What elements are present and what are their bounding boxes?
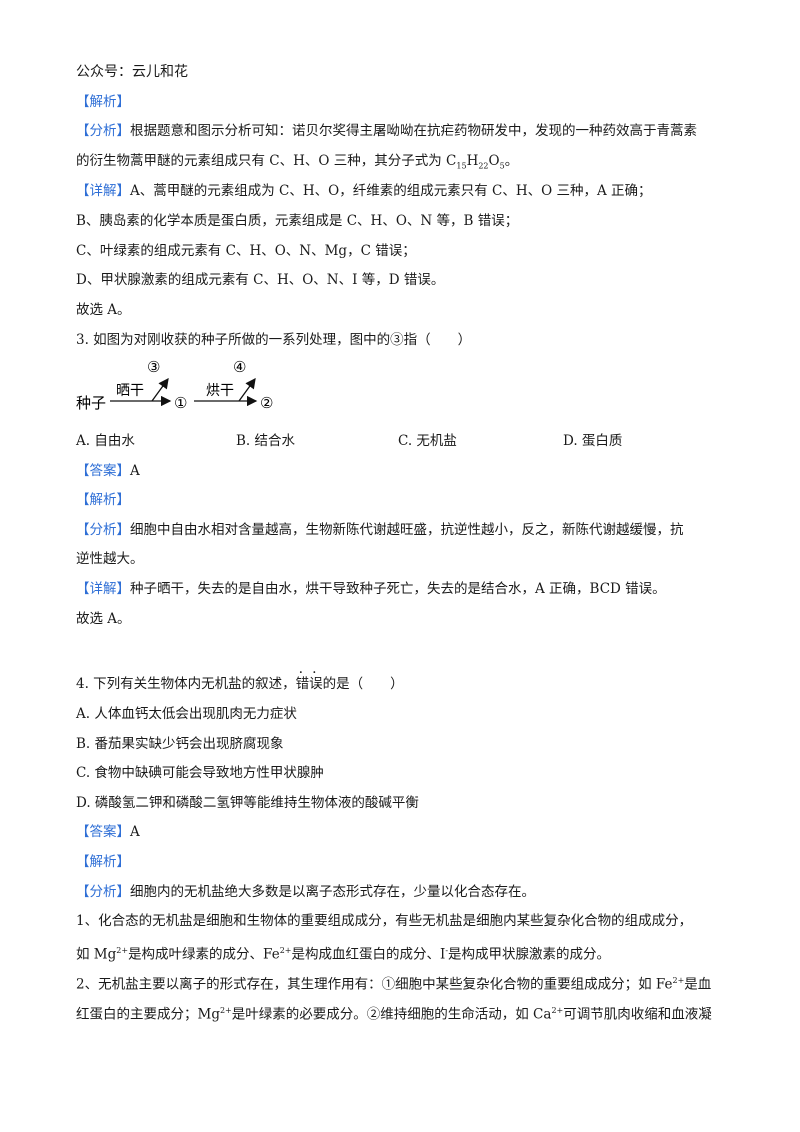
q4-p1-line-2: 如 Mg2+是构成叶绿素的成分、Fe2+是构成血红蛋白的成分、I-是构成甲状腺激… (76, 941, 610, 965)
superscript-charge: 2+ (672, 976, 685, 985)
q2-fenxi-text-2d: 。 (504, 153, 519, 169)
diagram-branch-arrow-2 (238, 377, 256, 402)
q4-option-b: B. 番茄果实缺少钙会出现脐腐现象 (76, 736, 284, 752)
q4-answer-line: 【答案】A (76, 822, 140, 842)
q2-fenxi-line-2: 的衍生物蒿甲醚的元素组成只有 C、H、O 三种，其分子式为 C15H22O5。 (76, 151, 518, 177)
q2-line-d: D、甲状腺激素的组成元素有 C、H、O、N、I 等，D 错误。 (76, 272, 445, 288)
q3-option-d: D. 蛋白质 (563, 433, 623, 449)
q2-fenxi-text-2b: H (466, 153, 479, 169)
q2-fenxi-text-2a: 的衍生物蒿甲醚的元素组成只有 C、H、O 三种，其分子式为 C (76, 153, 457, 169)
diagram-step2-label: 烘干 (206, 383, 234, 399)
diagram-end: ② (260, 394, 273, 412)
q4-p1-line-1: 1、化合态的无机盐是细胞和生物体的重要组成成分，有些无机盐是细胞内某些复杂化合物… (76, 913, 693, 929)
q2-fenxi-text-2c: O (488, 153, 500, 169)
q3-xiangjie-line: 【详解】种子晒干，失去的是自由水，烘干导致种子死亡，失去的是结合水，A 正确，B… (76, 579, 666, 599)
q4-p2-text-c: 红蛋白的主要成分；Mg (76, 1006, 220, 1023)
q3-option-c: C. 无机盐 (398, 433, 457, 449)
q4-option-a: A. 人体血钙太低会出现肌肉无力症状 (76, 706, 297, 722)
q4-answer: A (130, 824, 140, 840)
fenxi-tag: 【分析】 (76, 522, 130, 538)
fenxi-tag: 【分析】 (76, 884, 130, 900)
q3-answer-line: 【答案】A (76, 461, 140, 481)
answer-tag: 【答案】 (76, 824, 130, 840)
q3-fenxi-text-1: 细胞中自由水相对含量越高，生物新陈代谢越旺盛，抗逆性越小，反之，新陈代谢越缓慢，… (130, 522, 684, 538)
q2-xiangjie-text: A、蒿甲醚的元素组成为 C、H、O，纤维素的组成元素只有 C、H、O 三种，A … (130, 183, 652, 199)
q4-p2-text-d: 是叶绿素的必要成分。②维持细胞的生命活动，如 Ca (231, 1006, 552, 1023)
superscript-charge: 2+ (279, 946, 292, 955)
header-text: 公众号：云儿和花 (76, 64, 188, 80)
q3-xiangjie-text: 种子晒干，失去的是自由水，烘干导致种子死亡，失去的是结合水，A 正确，BCD 错… (130, 581, 666, 597)
q4-stem-b: 的是（ ） (322, 676, 404, 692)
q3-conclusion: 故选 A。 (76, 611, 131, 627)
q4-p1-text-d: 是构成甲状腺激素的成分。 (448, 946, 611, 963)
subscript-15: 15 (456, 161, 467, 171)
q4-stem-a: 4. 下列有关生物体内无机盐的叙述， (76, 676, 296, 692)
q4-jiexi-tag: 【解析】 (76, 854, 130, 870)
xiangjie-tag: 【详解】 (76, 581, 130, 597)
q2-line-b: B、胰岛素的化学本质是蛋白质，元素组成是 C、H、O、N 等，B 错误； (76, 213, 519, 229)
q4-p2-text-e: 可调节肌肉收缩和血液凝 (563, 1006, 712, 1023)
diagram-step1-label: 晒干 (116, 383, 144, 399)
q3-jiexi-tag: 【解析】 (76, 492, 130, 508)
xiangjie-tag: 【详解】 (76, 183, 130, 199)
subscript-5: 5 (499, 161, 505, 171)
q2-fenxi-line-1: 【分析】根据题意和图示分析可知：诺贝尔奖得主屠呦呦在抗疟药物研发中，发现的一种药… (76, 121, 697, 141)
superscript-charge: 2+ (219, 1006, 232, 1015)
q4-stem-emphasis-2: 误 (309, 676, 323, 692)
q2-conclusion: 故选 A。 (76, 302, 131, 318)
q3-option-b: B. 结合水 (236, 433, 296, 449)
q2-xiangjie-line: 【详解】A、蒿甲醚的元素组成为 C、H、O，纤维素的组成元素只有 C、H、O 三… (76, 181, 652, 201)
q4-p1-text-a: 如 Mg (76, 946, 117, 963)
diagram-out2: ④ (233, 358, 246, 376)
superscript-charge: 2+ (116, 946, 129, 955)
q4-p1-text-c: 是构成血红蛋白的成分、I (291, 946, 446, 963)
q3-option-a: A. 自由水 (76, 433, 135, 449)
q3-fenxi-line-1: 【分析】细胞中自由水相对含量越高，生物新陈代谢越旺盛，抗逆性越小，反之，新陈代谢… (76, 520, 684, 540)
diagram-mid: ① (174, 394, 187, 412)
superscript-charge: 2+ (551, 1006, 564, 1015)
q3-answer: A (130, 463, 140, 479)
fenxi-tag: 【分析】 (76, 123, 130, 139)
q3-fenxi-line-2: 逆性越大。 (76, 551, 144, 567)
q4-p2-line-1: 2、无机盐主要以离子的形式存在，其生理作用有：①细胞中某些复杂化合物的重要组成成… (76, 971, 711, 995)
q4-stem: 4. 下列有关生物体内无机盐的叙述，错误的是（ ） (76, 674, 404, 694)
q4-p2-line-2: 红蛋白的主要成分；Mg2+是叶绿素的必要成分。②维持细胞的生命活动，如 Ca2+… (76, 1001, 712, 1025)
q2-fenxi-text-1: 根据题意和图示分析可知：诺贝尔奖得主屠呦呦在抗疟药物研发中，发现的一种药效高于青… (130, 123, 697, 139)
q2-line-c: C、叶绿素的组成元素有 C、H、O、N、Mg，C 错误； (76, 243, 416, 259)
superscript-charge: - (445, 946, 449, 955)
q4-stem-emphasis-1: 错 (296, 676, 310, 692)
subscript-22: 22 (478, 161, 489, 171)
diagram-out1: ③ (147, 358, 160, 376)
q4-option-c: C. 食物中缺碘可能会导致地方性甲状腺肿 (76, 765, 324, 781)
q3-diagram: 种子 晒干 ③ ① 烘干 ④ ② (76, 358, 273, 412)
q4-fenxi-line: 【分析】细胞内的无机盐绝大多数是以离子态形式存在，少量以化合态存在。 (76, 882, 535, 902)
q2-jiexi-tag: 【解析】 (76, 94, 130, 110)
q3-stem: 3. 如图为对刚收获的种子所做的一系列处理，图中的③指（ ） (76, 332, 472, 348)
diagram-seed-label: 种子 (76, 394, 106, 412)
q4-option-d: D. 磷酸氢二钾和磷酸二氢钾等能维持生物体液的酸碱平衡 (76, 795, 419, 811)
q4-p2-text-a: 2、无机盐主要以离子的形式存在，其生理作用有：①细胞中某些复杂化合物的重要组成成… (76, 976, 673, 993)
q4-p1-text-b: 是构成叶绿素的成分、Fe (128, 946, 280, 963)
answer-tag: 【答案】 (76, 463, 130, 479)
q4-p2-text-b: 是血 (684, 976, 712, 993)
q4-fenxi-text: 细胞内的无机盐绝大多数是以离子态形式存在，少量以化合态存在。 (130, 884, 535, 900)
diagram-branch-arrow-1 (151, 377, 169, 402)
